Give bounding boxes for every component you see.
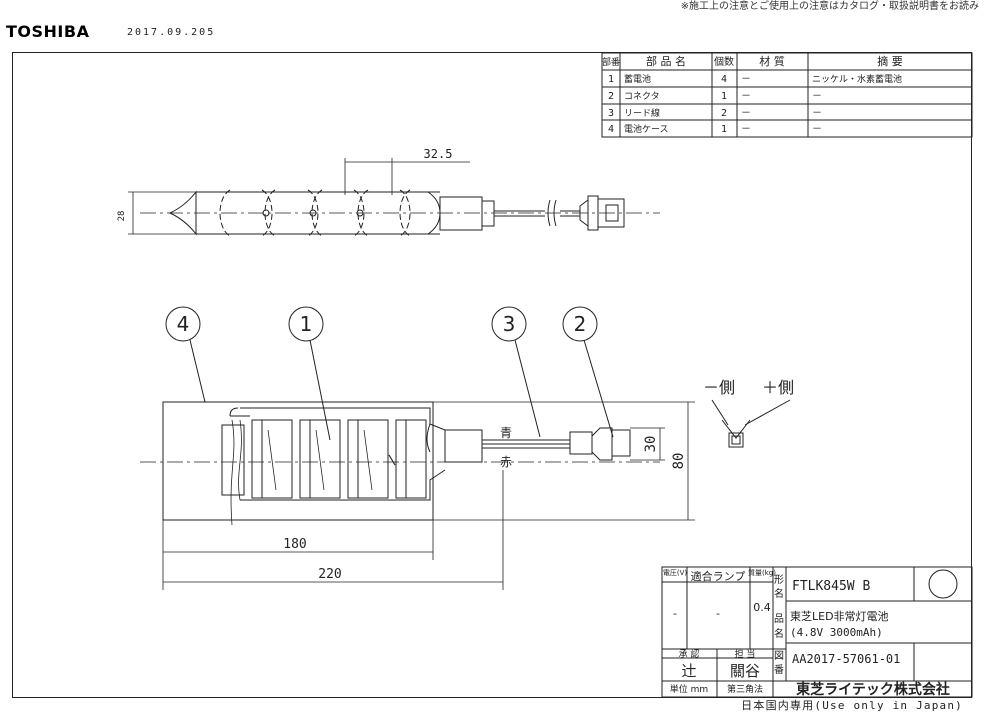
dim-widths (162, 470, 504, 590)
parts-row-qty: 1 (721, 91, 727, 102)
parts-row-material: － (741, 74, 751, 85)
polarity-diagram (711, 399, 791, 448)
drawing-number: AA2017-57061-01 (792, 652, 900, 666)
callout-3-label: 3 (503, 312, 516, 336)
parts-row-material: － (741, 108, 751, 119)
parts-row-name: コネクタ (624, 91, 660, 102)
title-block (661, 566, 973, 698)
company-name: 東芝ライテック株式会社 (796, 681, 950, 698)
side-view (140, 189, 660, 237)
parts-row-no: 1 (608, 74, 614, 85)
charge-label: 担 当 (735, 648, 756, 660)
parts-row-name: 電池ケース (624, 123, 669, 135)
lamp-label: 適合ランプ (691, 569, 746, 583)
parts-row-name: 蓄電池 (624, 73, 651, 85)
footer-note: 日本国内専用(Use only in Japan) (741, 699, 963, 712)
callout-4-label: 4 (177, 312, 190, 336)
callout-1-label: 1 (300, 312, 313, 336)
approver-name: 辻 (681, 662, 696, 680)
unit-label: 単位 mm (670, 683, 708, 695)
document-number: 2017.09.205 (127, 27, 216, 38)
dim-height-side-label: 28 (117, 211, 127, 222)
dim-connector-label: 30 (643, 436, 659, 453)
callout-3 (491, 306, 527, 342)
dim-height-total-label: 80 (671, 453, 687, 470)
parts-row-no: 4 (608, 124, 614, 135)
parts-header-summary: 摘 要 (877, 54, 903, 68)
parts-row-summary: ニッケル・水素蓄電池 (812, 73, 902, 85)
parts-row-material: － (741, 124, 751, 135)
dim-width-inner-label: 180 (283, 537, 306, 552)
front-view (140, 401, 660, 526)
parts-row-material: － (741, 91, 751, 102)
dim-width-total-label: 220 (318, 567, 341, 582)
callout-1 (288, 306, 324, 342)
polarity-plus: ＋側 (762, 378, 794, 397)
voltage-value: - (673, 607, 677, 620)
mass-value: 0.4 (753, 601, 771, 614)
parts-row-summary: － (812, 108, 822, 119)
dim-pitch (344, 158, 470, 195)
parts-row-summary: － (812, 124, 822, 135)
parts-row-no: 3 (608, 108, 614, 119)
parts-header-material: 材 質 (759, 54, 785, 68)
parts-header-qty: 個数 (714, 55, 734, 68)
parts-row-summary: － (812, 91, 822, 102)
dim-height-side (128, 191, 196, 235)
drawing-label-2: 番 (774, 664, 784, 676)
callout-4 (165, 306, 201, 342)
polarity-minus: －側 (703, 378, 735, 397)
dim-height-total (433, 401, 695, 521)
product-label-2: 名 (774, 627, 784, 640)
caution-note: ※施工上の注意とご使用上の注意はカタログ・取扱説明書をお読み (680, 1, 979, 12)
dim-pitch-label: 32.5 (424, 147, 453, 161)
approve-label: 承 認 (679, 648, 700, 660)
toshiba-logo: TOSHIBA (6, 22, 90, 41)
wire-label-blue: 青 (500, 426, 512, 440)
product-name-line2: (4.8V 3000mAh) (790, 626, 883, 639)
product-name-line1: 東芝LED非常灯電池 (790, 610, 889, 623)
dim-connector (630, 427, 665, 461)
parts-row-name: リード線 (624, 107, 660, 119)
parts-row-qty: 4 (721, 74, 727, 85)
parts-header-name: 部 品 名 (646, 54, 686, 68)
model-label-2: 名 (774, 587, 784, 600)
parts-row-qty: 2 (721, 108, 727, 119)
wire-label-red: 赤 (500, 455, 512, 469)
charge-name: 關谷 (730, 662, 760, 680)
drawing-frame (12, 52, 972, 698)
callout-2 (562, 306, 598, 342)
parts-header-no: 部番 (602, 56, 620, 68)
projection-label: 第三角法 (727, 683, 763, 695)
drawing-label-1: 図 (774, 650, 784, 662)
parts-row-qty: 1 (721, 124, 727, 135)
model-label-1: 形 (774, 574, 784, 586)
lamp-value: - (716, 607, 720, 620)
product-label-1: 品 (774, 613, 784, 625)
parts-table (601, 52, 973, 138)
mass-label: 質量(kg) (748, 568, 776, 577)
callout-2-label: 2 (574, 312, 587, 336)
model-number: FTLK845W B (792, 579, 870, 594)
voltage-label: 電圧(V) (663, 569, 688, 577)
parts-row-no: 2 (608, 91, 614, 102)
